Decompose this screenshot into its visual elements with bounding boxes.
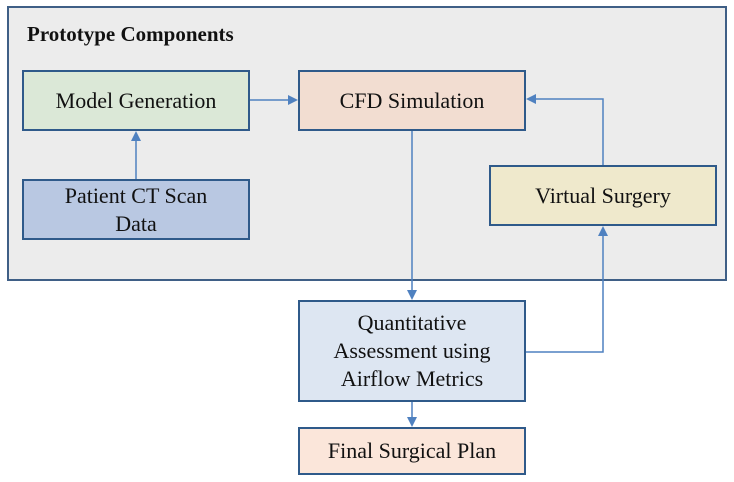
node-label: Final Surgical Plan (327, 438, 497, 463)
node-label: Airflow Metrics (340, 366, 484, 391)
node-quantitative-assessment: Quantitative Assessment using Airflow Me… (298, 300, 526, 402)
node-label: CFD Simulation (339, 87, 485, 113)
node-label: Assessment using (333, 338, 491, 363)
node-label: Model Generation (55, 87, 217, 113)
group-title: Prototype Components (27, 22, 234, 46)
node-label: Data (115, 210, 157, 236)
node-patient-ct-scan-data: Patient CT Scan Data (22, 179, 250, 240)
node-final-surgical-plan: Final Surgical Plan (298, 427, 526, 475)
node-label: Patient CT Scan (64, 182, 208, 208)
node-model-generation: Model Generation (22, 70, 250, 131)
node-virtual-surgery: Virtual Surgery (489, 165, 717, 226)
node-label: Virtual Surgery (535, 182, 671, 208)
node-label: Quantitative (357, 310, 467, 335)
node-cfd-simulation: CFD Simulation (298, 70, 526, 131)
